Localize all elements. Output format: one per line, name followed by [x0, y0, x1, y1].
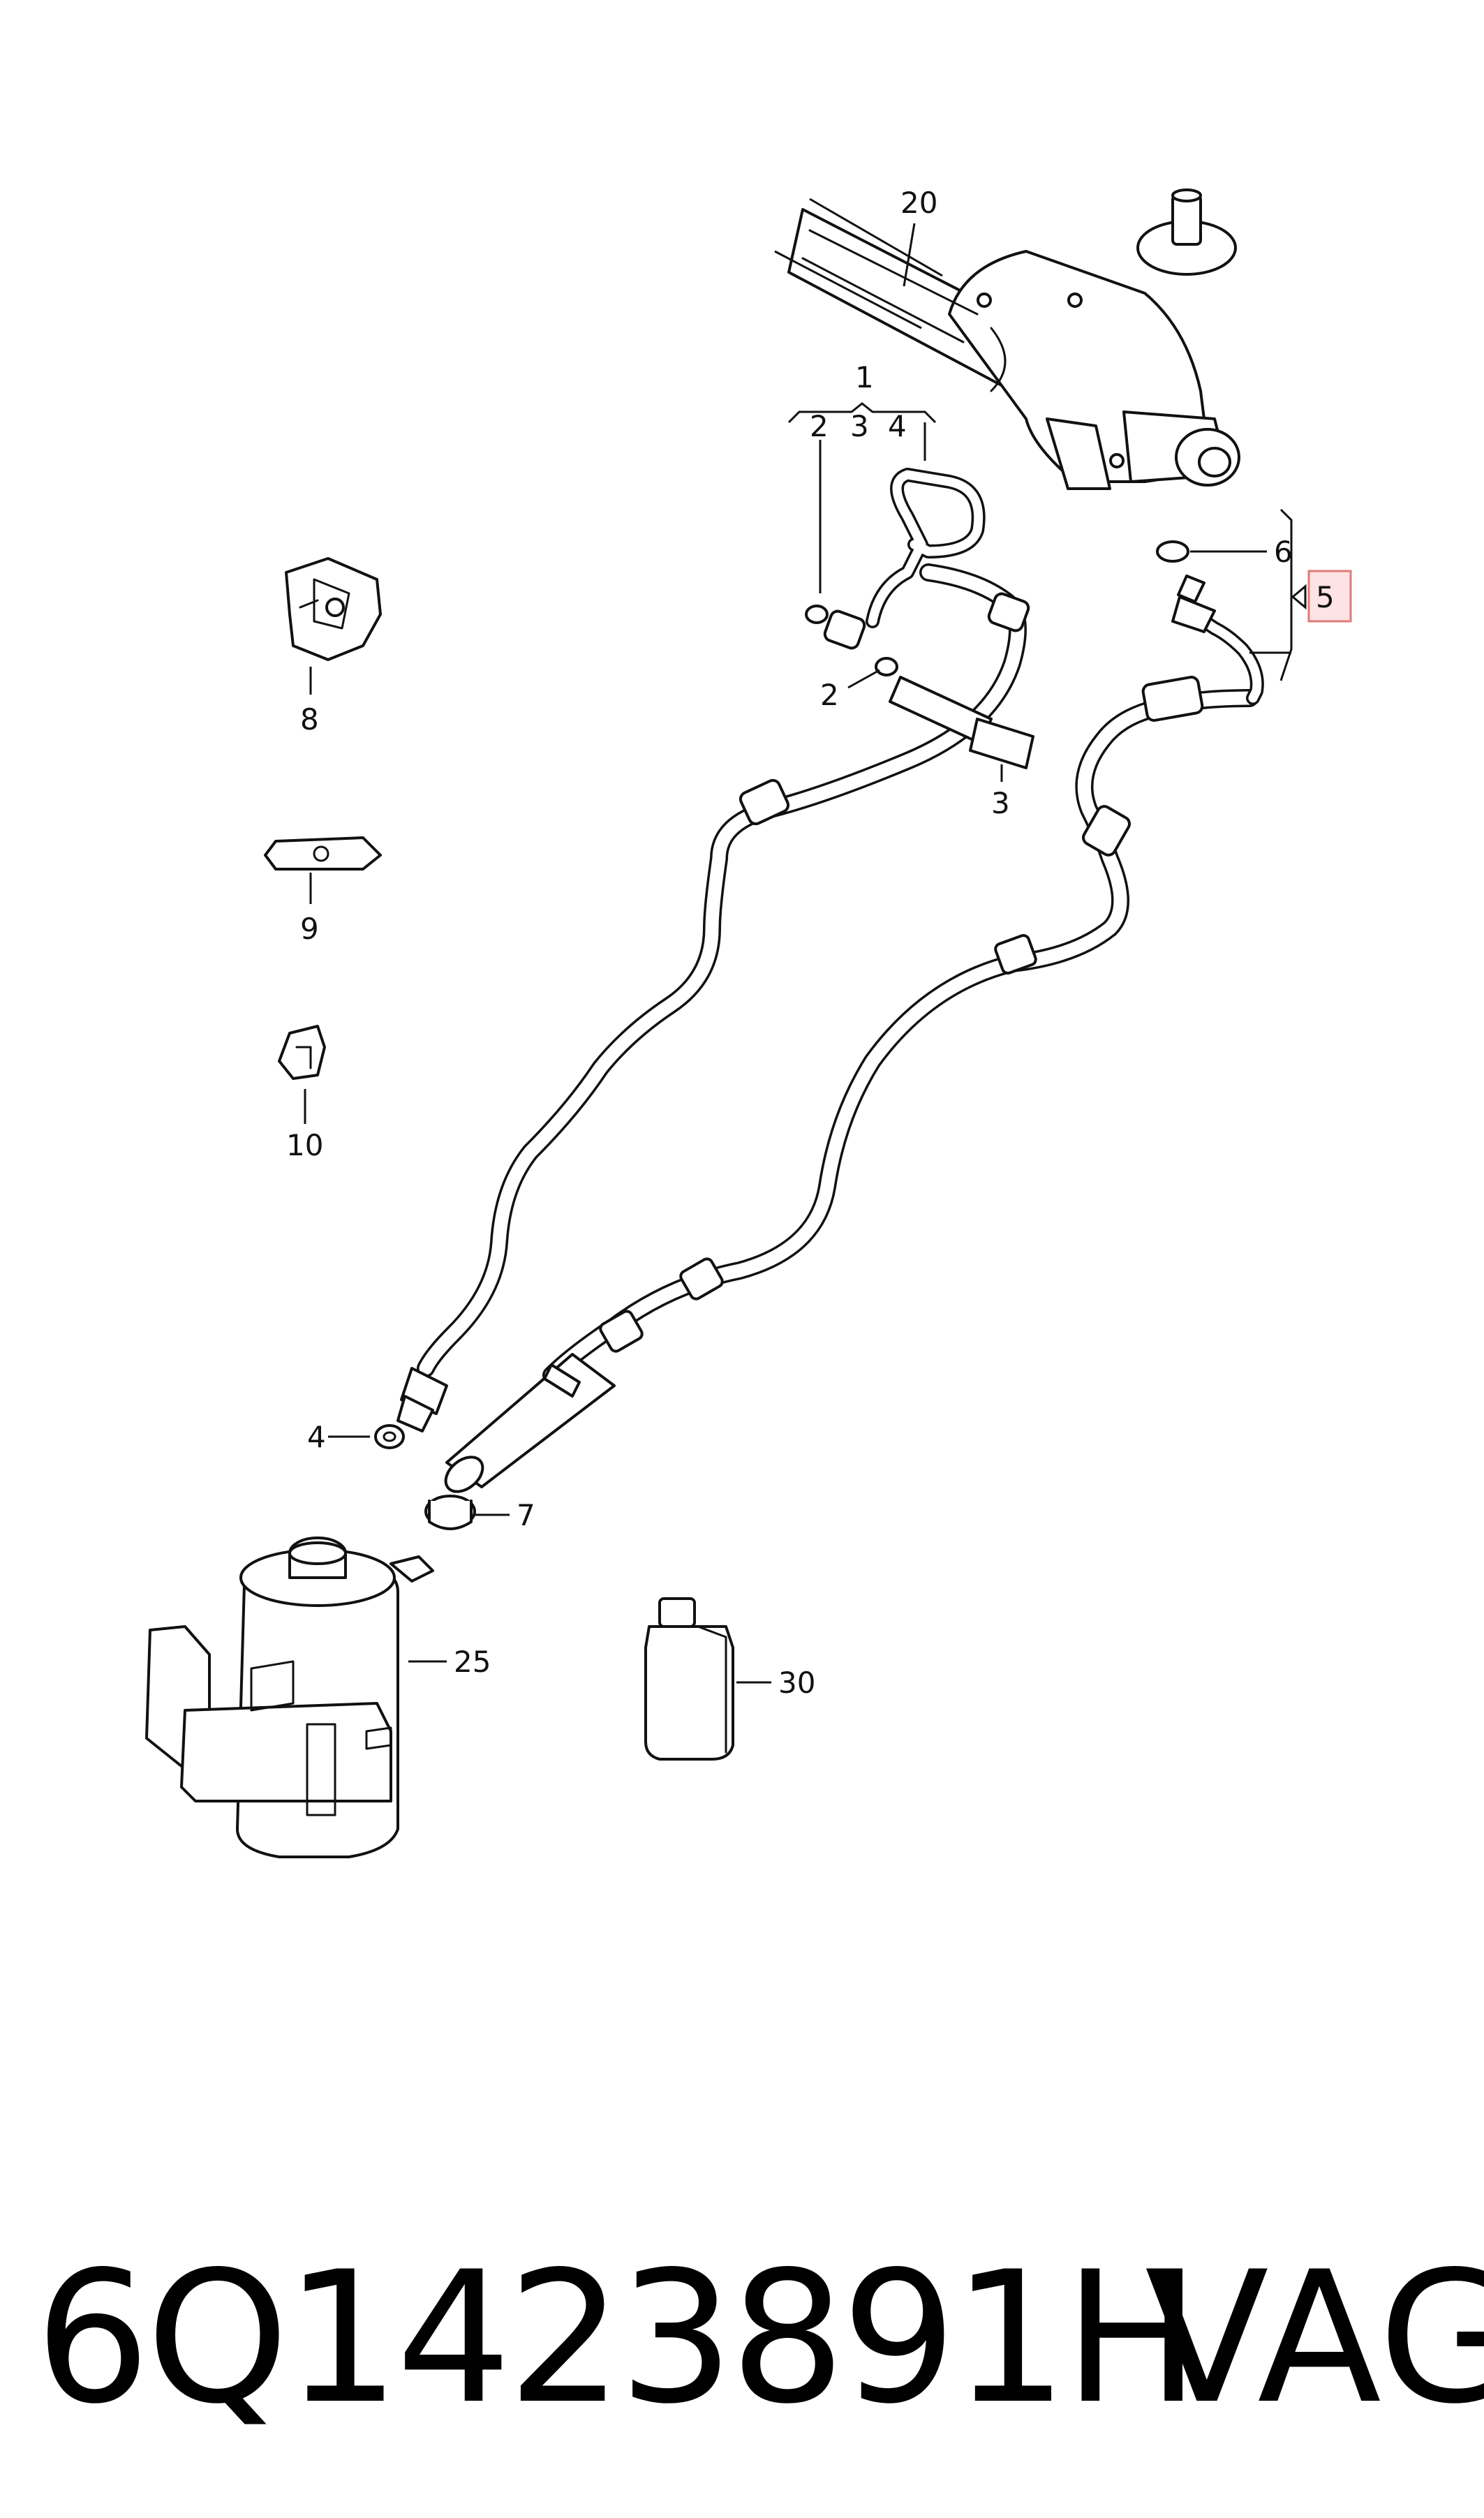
suction-tube[interactable] [439, 1353, 616, 1499]
callout-25[interactable]: 25 [454, 1645, 491, 1679]
callout-2-lower[interactable]: 2 [820, 678, 839, 712]
callout-1[interactable]: 1 [855, 360, 874, 394]
bracket-group-5 [1279, 508, 1293, 681]
clip-9[interactable] [264, 836, 382, 871]
rack-shaft-line-1 [809, 198, 943, 277]
clip-8[interactable] [285, 557, 382, 661]
banjo-bolt-3[interactable] [889, 676, 1034, 769]
clamp-7[interactable] [424, 1495, 476, 1530]
rack-shaft-line-2 [774, 250, 922, 329]
callout-3-lower[interactable]: 3 [991, 786, 1010, 820]
callout-5[interactable]: 5 [1316, 580, 1335, 614]
brand-label: VAG [1145, 2233, 1484, 2444]
pressure-hose[interactable] [542, 575, 1264, 1384]
callout-9[interactable]: 9 [300, 912, 319, 946]
callout-30[interactable]: 30 [778, 1666, 815, 1700]
highlight-box-5 [1307, 570, 1352, 623]
return-pipe[interactable] [396, 468, 1030, 1432]
steering-rack[interactable] [787, 188, 1240, 490]
washer-4[interactable] [374, 1424, 405, 1449]
pointer-5 [1291, 584, 1307, 610]
callout-3-top[interactable]: 3 [850, 409, 869, 443]
callout-2-top[interactable]: 2 [810, 409, 829, 443]
washer-2-upper[interactable] [805, 605, 829, 624]
callout-4-top[interactable]: 4 [888, 409, 907, 443]
clip-10[interactable] [278, 1025, 326, 1080]
seal-ring-6[interactable] [1156, 540, 1189, 563]
callout-10[interactable]: 10 [286, 1128, 323, 1162]
callout-7[interactable]: 7 [517, 1498, 535, 1532]
fluid-bottle-30[interactable] [644, 1597, 734, 1761]
leader-20 [903, 223, 916, 287]
callout-6[interactable]: 6 [1274, 535, 1293, 569]
washer-2-lower[interactable] [875, 657, 898, 676]
callout-8[interactable]: 8 [300, 702, 319, 736]
reservoir-25[interactable] [145, 1536, 434, 1858]
part-number-label: 6Q1423891H [35, 2233, 1201, 2444]
callout-4-lower[interactable]: 4 [307, 1420, 326, 1454]
callout-20[interactable]: 20 [900, 186, 937, 220]
leader-2-lower [847, 669, 880, 689]
washer-4-hole [383, 1431, 396, 1442]
bracket-group-1 [787, 402, 937, 593]
